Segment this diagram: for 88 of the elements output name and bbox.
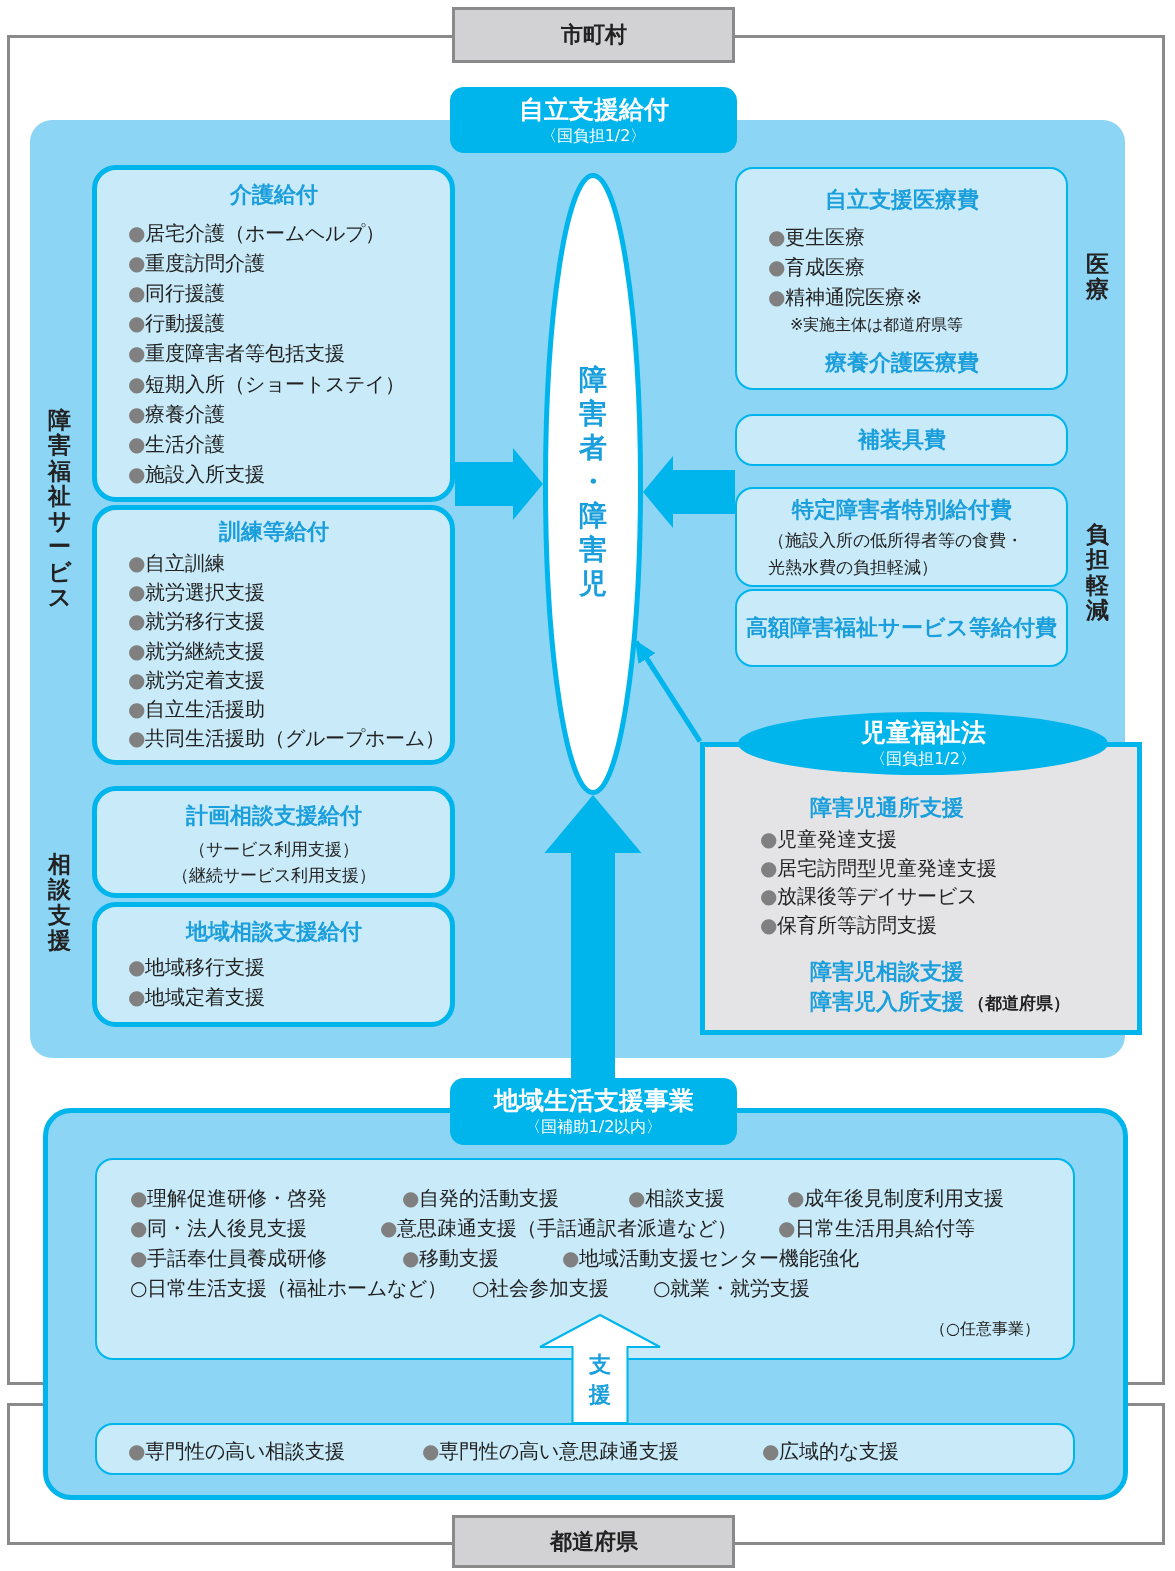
side-label: 相談支援	[48, 852, 71, 954]
box-title: 補装具費	[857, 426, 946, 454]
list-item: ●地域定着支援	[128, 984, 266, 1011]
list-item: ●施設入所支援	[128, 460, 266, 488]
list-item: ○就業・就労支援	[653, 1275, 811, 1302]
header-title: 児童福祉法	[860, 717, 986, 748]
list-item: ●放課後等デイサービス	[760, 883, 978, 911]
list-item: ●広域的な支援	[762, 1438, 900, 1465]
service-box	[92, 165, 455, 502]
list-item: ●行動援護	[128, 310, 226, 338]
service-box	[92, 786, 455, 898]
block-arrow	[455, 448, 543, 520]
list-item: ●重度訪問介護	[128, 250, 266, 278]
edge-label: 支援	[589, 1351, 611, 1409]
list-item: ●生活介護	[128, 430, 226, 458]
box-title: 介護給付	[229, 181, 318, 209]
note-text: （施設入所の低所得者等の食費・光熱水費の負担軽減）	[768, 528, 1024, 579]
box-title: 高額障害福祉サービス等給付費	[746, 614, 1057, 642]
box-title: 自立支援医療費	[824, 186, 979, 214]
vertical-title: 障害者・障害児	[579, 363, 607, 601]
box-title: 障害児相談支援	[810, 958, 964, 986]
box-title: 計画相談支援給付	[185, 802, 362, 830]
list-item: ●短期入所（ショートステイ）	[128, 370, 406, 398]
list-item: ●重度障害者等包括支援	[128, 340, 346, 368]
list-item: ○社会参加支援	[472, 1275, 610, 1302]
list-item: ●児童発達支援	[760, 826, 898, 853]
block-arrow	[643, 456, 735, 528]
list-item: ●就労選択支援	[128, 579, 266, 607]
header-title: 自立支援給付	[518, 93, 669, 125]
box-title: 特定障害者特別給付費	[791, 496, 1012, 524]
list-item: ●移動支援	[402, 1245, 500, 1272]
list-item: ●同行援護	[128, 280, 226, 308]
benefit-box	[735, 414, 1068, 466]
list-item: ●共同生活援助（グループホーム）	[128, 725, 446, 753]
box-title: 訓練等給付	[218, 518, 329, 546]
box-title: 地域相談支援給付	[185, 918, 362, 946]
list-item: ●専門性の高い意思疎通支援	[422, 1438, 680, 1465]
note-text: ※実施主体は都道府県等	[790, 314, 964, 336]
block-arrow	[544, 795, 642, 1078]
list-item: ●療養介護	[128, 400, 226, 428]
box-title: 療養介護医療費	[824, 349, 979, 377]
list-item: ●相談支援	[628, 1185, 726, 1212]
list-item: ●同・法人後見支援	[130, 1215, 308, 1242]
list-item: ●更生医療	[768, 224, 866, 251]
list-item: ●自立訓練	[128, 550, 226, 577]
list-item: ○日常生活支援（福祉ホームなど）	[130, 1275, 448, 1302]
service-list-box	[95, 1423, 1075, 1475]
header-title: 地域生活支援事業	[493, 1085, 694, 1116]
note-text: （都道府県）	[968, 992, 1070, 1015]
region-label: 市町村	[452, 7, 735, 63]
service-box	[92, 902, 455, 1027]
note-text: （○任意事業）	[930, 1318, 1040, 1340]
box-title: 障害児通所支援	[810, 794, 964, 822]
header-tab	[450, 87, 737, 153]
list-item: ●就労継続支援	[128, 637, 266, 665]
list-item: ●保育所等訪問支援	[760, 912, 938, 940]
note-text: （サービス利用支援）	[188, 838, 359, 861]
list-item: ●地域移行支援	[128, 954, 266, 981]
list-item: ●理解促進研修・啓発	[130, 1185, 328, 1212]
header-subtitle: 〈国補助1/2以内〉	[524, 1116, 663, 1138]
list-item: ●就労定着支援	[128, 666, 266, 694]
list-item: ●精神通院医療※	[768, 284, 923, 311]
list-item: ●自発的活動支援	[402, 1185, 560, 1212]
list-item: ●地域活動支援センター機能強化	[562, 1245, 860, 1272]
list-item: ●居宅訪問型児童発達支援	[760, 854, 998, 882]
benefit-box	[735, 167, 1068, 390]
list-item: ●意思疎通支援（手話通訳者派遣など）	[380, 1215, 738, 1242]
arrow	[634, 640, 703, 743]
list-item: ●成年後見制度利用支援	[787, 1185, 1005, 1212]
service-box	[92, 505, 455, 765]
header-subtitle: 〈国負担1/2〉	[870, 748, 976, 770]
list-item: ●自立生活援助	[128, 696, 266, 723]
region-label: 都道府県	[452, 1515, 735, 1568]
list-item: ●手話奉仕員養成研修	[130, 1245, 328, 1272]
benefit-box	[735, 487, 1068, 587]
note-text: （継続サービス利用支援）	[171, 864, 376, 887]
box-title: 障害児入所支援	[810, 988, 964, 1016]
list-item: ●就労移行支援	[128, 608, 266, 636]
list-item: ●居宅介護（ホームヘルプ）	[128, 220, 386, 247]
benefit-box	[735, 589, 1068, 667]
list-item: ●育成医療	[768, 254, 866, 281]
header-tab	[450, 1078, 737, 1145]
side-label: 負担軽減	[1086, 522, 1109, 624]
block-arrow	[539, 1313, 661, 1424]
list-item: ●日常生活用具給付等	[778, 1215, 976, 1242]
list-item: ●専門性の高い相談支援	[128, 1438, 346, 1465]
header-subtitle: 〈国負担1/2〉	[540, 124, 647, 147]
side-label: 障害福祉サービス	[48, 408, 71, 611]
